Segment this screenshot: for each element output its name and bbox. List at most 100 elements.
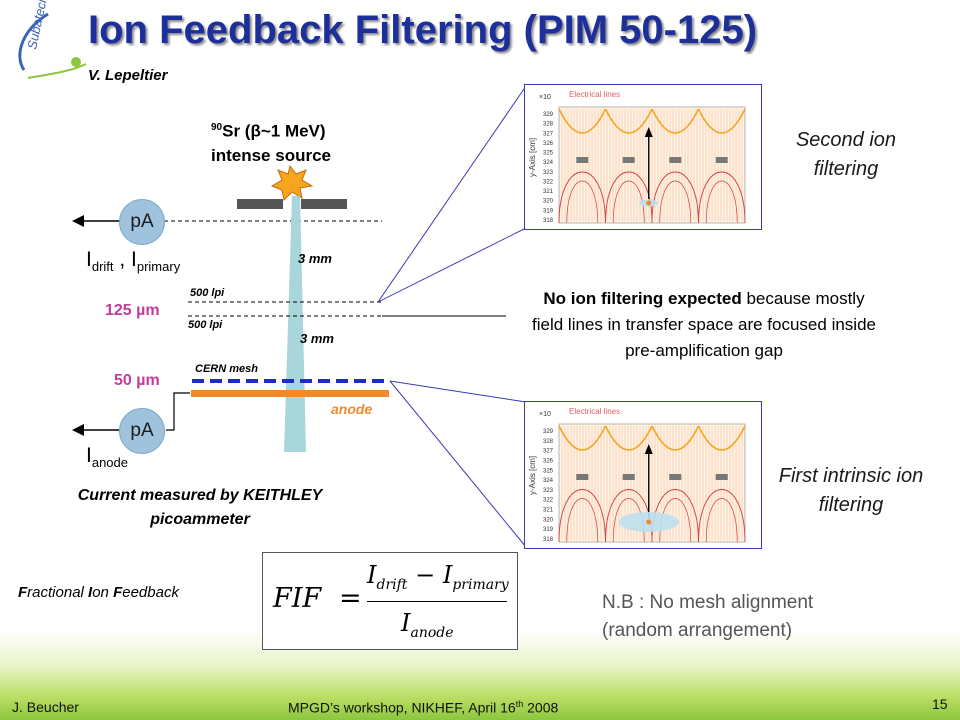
mesh-wire xyxy=(622,474,635,480)
sim-tick-label: 320 xyxy=(543,199,554,205)
sim-scale: ×10 xyxy=(539,94,551,101)
mesh-wire xyxy=(669,474,682,480)
mesh-wire xyxy=(622,157,635,163)
fif-caption: Fractional Ion Feedback xyxy=(18,584,179,601)
field-funnel xyxy=(651,108,700,134)
page-number: 15 xyxy=(932,696,948,712)
source-label: 90Sr (β~1 MeV) intense source xyxy=(211,121,331,165)
field-arch xyxy=(558,171,606,224)
field-funnel xyxy=(604,108,653,134)
callout-top-b xyxy=(377,227,527,303)
cern-mesh-label: CERN mesh xyxy=(195,363,258,375)
no-ion-filtering-note: No ion filtering expected because mostly… xyxy=(532,289,876,360)
sim-tick-label: 329 xyxy=(543,112,554,118)
sim-tick-label: 318 xyxy=(543,218,554,224)
picoammeter-top: pA xyxy=(119,199,165,245)
sim-tick-label: 322 xyxy=(543,179,554,185)
field-funnel xyxy=(651,425,700,451)
sim-tick-label: 325 xyxy=(543,468,554,474)
gap-50um-label: 50 µm xyxy=(114,372,160,389)
mesh-wire xyxy=(715,157,728,163)
fif-denominator: Ianode xyxy=(401,609,454,641)
field-arch xyxy=(705,180,738,224)
idrift-arrowhead xyxy=(72,215,84,227)
sim-tick-label: 319 xyxy=(543,208,554,214)
sim-title: Electrical lines xyxy=(569,407,620,416)
first-filtering-label: First intrinsic ion filtering xyxy=(778,465,924,516)
fif-lhs: FIF xyxy=(273,583,322,614)
mesh-wire xyxy=(576,474,589,480)
subatech-logo: Subatech xyxy=(18,0,87,79)
field-arch xyxy=(558,489,606,543)
fif-equals: = xyxy=(339,583,362,614)
sim-scale: ×10 xyxy=(539,411,551,418)
sim-tick-label: 325 xyxy=(543,151,554,157)
footer-event: MPGD’s workshop, NIKHEF, April 16th 2008 xyxy=(288,699,559,716)
fif-formula: FIF = Idrift − Iprimary Ianode xyxy=(262,552,518,650)
second-filtering-label: Second ion filtering xyxy=(795,129,897,180)
sim-tick-label: 323 xyxy=(543,488,554,494)
nb-note: N.B : No mesh alignment (random arrangem… xyxy=(602,592,814,641)
callout-bottom-b xyxy=(389,380,527,548)
sim-y-axis: y-Axis [cm] xyxy=(528,138,537,177)
ion-source-dot xyxy=(646,200,652,206)
sim-tick-label: 320 xyxy=(543,517,554,523)
field-funnel xyxy=(558,425,607,451)
gap-125um-label: 125 µm xyxy=(105,302,160,319)
ianode-label: Ianode xyxy=(86,444,128,471)
author-name: V. Lepeltier xyxy=(88,67,168,84)
anode-wire xyxy=(166,392,190,431)
sim-tick-label: 318 xyxy=(543,537,554,543)
sim-y-axis: y-Axis [cm] xyxy=(528,456,537,495)
field-arch xyxy=(705,498,738,543)
field-arch xyxy=(566,498,599,543)
lpi-bottom-label: 500 lpi xyxy=(188,319,223,331)
sim-title: Electrical lines xyxy=(569,90,620,99)
callout-top-a xyxy=(377,85,527,303)
sim-tick-label: 323 xyxy=(543,170,554,176)
field-funnel xyxy=(604,425,653,451)
sim-tick-label: 322 xyxy=(543,498,554,504)
mesh-wire xyxy=(715,474,728,480)
sim-tick-label: 319 xyxy=(543,527,554,533)
collimator-right xyxy=(301,199,347,209)
footer-author: J. Beucher xyxy=(12,699,79,715)
idrift-iprimary-label: Idrift , Iprimary xyxy=(86,248,181,275)
mesh-wire xyxy=(669,157,682,163)
beta-beam xyxy=(284,196,306,452)
gap-top-label: 3 mm xyxy=(298,251,332,266)
sim-tick-label: 328 xyxy=(543,439,554,445)
field-funnel xyxy=(697,108,746,134)
field-arch xyxy=(566,180,599,224)
fif-fraction-bar xyxy=(367,601,507,602)
sim-tick-label: 324 xyxy=(543,160,554,166)
field-arch xyxy=(612,180,645,224)
anode-bar xyxy=(191,390,389,397)
callout-bottom-a xyxy=(389,380,527,403)
sim-tick-label: 326 xyxy=(543,458,554,464)
lpi-top-label: 500 lpi xyxy=(190,287,225,299)
sim-tick-label: 326 xyxy=(543,141,554,147)
current-caption: Current measured by KEITHLEY picoammeter xyxy=(77,487,323,528)
field-funnel xyxy=(697,425,746,451)
field-arch xyxy=(659,180,692,224)
source-burst xyxy=(270,164,314,202)
sim-tick-label: 329 xyxy=(543,429,554,435)
fif-numerator: Idrift − Iprimary xyxy=(367,561,509,593)
sim-tick-label: 324 xyxy=(543,478,554,484)
sim-tick-label: 327 xyxy=(543,131,554,137)
gap-bottom-label: 3 mm xyxy=(300,331,334,346)
field-arch xyxy=(698,489,746,543)
sim-tick-label: 321 xyxy=(543,508,554,514)
collimator-left xyxy=(237,199,283,209)
sim-tick-label: 321 xyxy=(543,189,554,195)
ion-arrowhead xyxy=(644,127,653,137)
field-funnel xyxy=(558,108,607,134)
picoammeter-bottom: pA xyxy=(119,408,165,454)
mesh-wire xyxy=(576,157,589,163)
ianode-arrowhead xyxy=(72,424,84,436)
ion-arrowhead xyxy=(644,444,653,454)
